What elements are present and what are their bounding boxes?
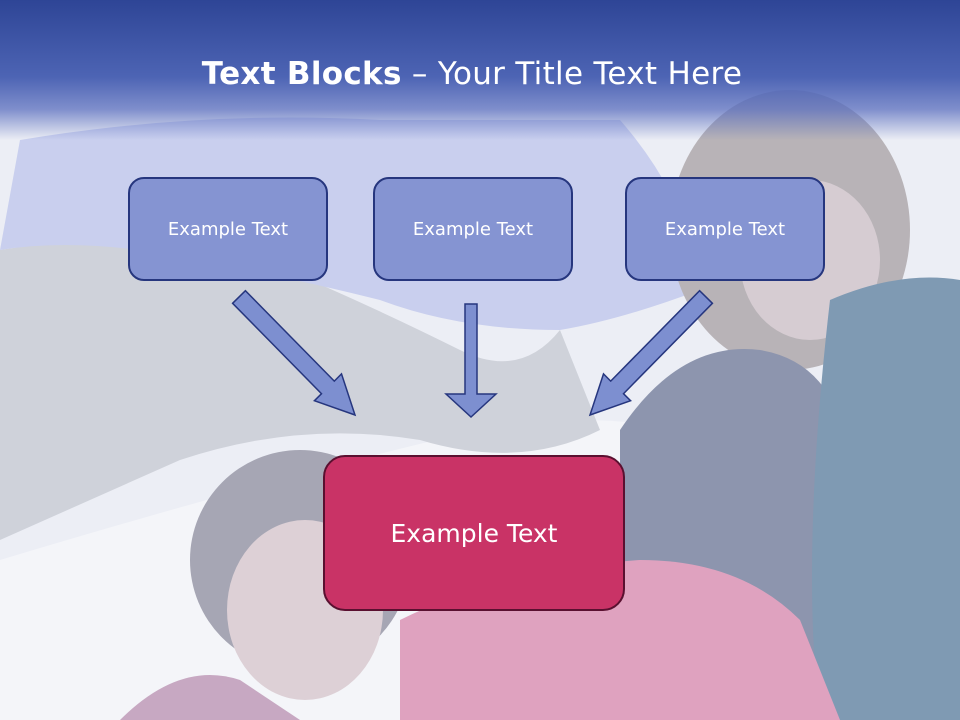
main-text-block: Example Text	[323, 455, 625, 611]
arrow-right	[588, 289, 714, 417]
slide-title: Text Blocks – Your Title Text Here	[0, 56, 944, 92]
arrow-left	[231, 289, 357, 417]
text-block-3: Example Text	[625, 177, 825, 281]
text-block-2: Example Text	[373, 177, 573, 281]
title-rest: Your Title Text Here	[437, 56, 743, 92]
title-dash: –	[401, 56, 438, 92]
header-band	[0, 0, 960, 140]
text-block-1: Example Text	[128, 177, 328, 281]
title-bold: Text Blocks	[201, 56, 402, 92]
arrow-middle	[444, 303, 498, 419]
